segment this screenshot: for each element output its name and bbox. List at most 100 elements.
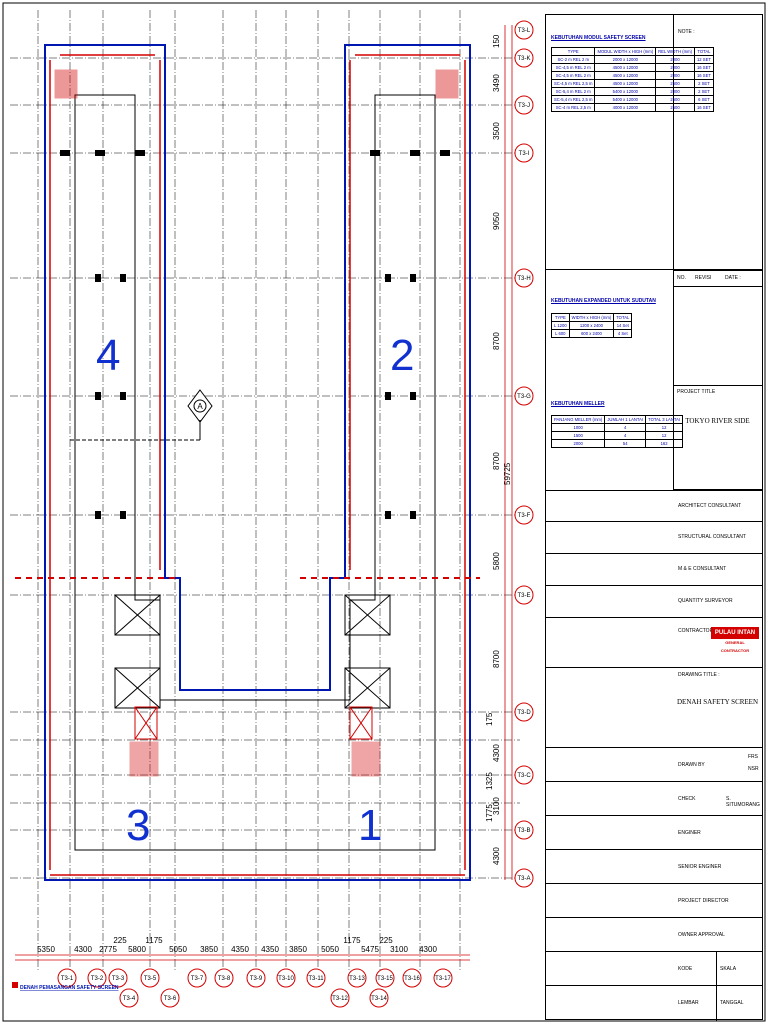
grid-bubble: T3-9 xyxy=(250,976,263,982)
engineer-label: ENGINER xyxy=(678,830,701,836)
grid-bubble: T3-12 xyxy=(332,996,348,1002)
table-cell: SC-5,4 m REL 2 m xyxy=(550,87,596,96)
table-cell: 2000 xyxy=(550,439,606,448)
table-cell: 600 x 2400 xyxy=(568,329,615,338)
grid-bubble: T3-K xyxy=(517,56,530,62)
mne-label: M & E CONSULTANT xyxy=(678,566,727,572)
table-cell: 2 SET xyxy=(693,87,714,96)
engineer-cell: ENGINER xyxy=(546,816,762,850)
table-cell: 4 xyxy=(604,423,647,432)
table-cell: 6 SET xyxy=(693,95,714,104)
contractor-logo-text: PULAU INTAN xyxy=(714,630,756,636)
grid-bubble: T3-A xyxy=(517,876,530,882)
grid-bubble: T3-G xyxy=(517,394,531,400)
dim-right-3: 3500 xyxy=(492,122,501,140)
table-cell: 162 xyxy=(645,439,684,448)
dim-right-14: 1775 xyxy=(485,804,494,822)
dim-right-11: 4300 xyxy=(492,744,501,762)
table-cell: 4000 x 12000 xyxy=(594,103,657,112)
table-cell: 4 Set xyxy=(613,329,633,338)
grid-bubble: T3-7 xyxy=(191,976,204,982)
table-cell: 1000 xyxy=(550,423,606,432)
dim-bottom: 2775 xyxy=(99,945,117,954)
grid-bubble: T3-15 xyxy=(377,976,393,982)
senior-label: SENIOR ENGINER xyxy=(678,864,722,870)
safety-screen-segments xyxy=(49,54,466,876)
dim-bottom: 1175 xyxy=(145,936,163,945)
grid-bubble: T3-1 xyxy=(61,976,74,982)
table-cell: 16 SET xyxy=(693,103,714,112)
block-number-1: 1 xyxy=(358,801,382,850)
dimension-bottom xyxy=(15,954,470,961)
table-cell: 2500 xyxy=(655,79,695,88)
table-cell: 4500 x 12000 xyxy=(594,63,657,72)
grid-bubble: T3-H xyxy=(517,276,530,282)
grid-bubble: T3-D xyxy=(517,710,531,716)
drawn-by-cell: DRAWN BY FRS NSR xyxy=(546,748,762,782)
table3-title: KEBUTUHAN MELLER xyxy=(551,401,605,407)
project-title: TOKYO RIVER SIDE xyxy=(685,417,750,425)
building-outline xyxy=(44,44,471,881)
table1-title: KEBUTUHAN MODUL SAFETY SCREEN xyxy=(551,35,646,41)
revision-revisi: REVISI xyxy=(695,275,712,281)
table-cell: SC-5,4 m REL 2,5 m xyxy=(550,95,596,104)
grid-bubble: T3-E xyxy=(517,593,530,599)
table-cell: L 600 xyxy=(551,329,570,338)
contractor-cell: CONTRACTOR xyxy=(546,618,762,668)
dim-bottom: 3100 xyxy=(390,945,408,954)
drawn-by-value-1: FRS xyxy=(748,754,758,760)
revision-no: NO. xyxy=(677,275,686,281)
block-numbers: 4 2 3 1 xyxy=(96,331,414,850)
table-cell: 2000 xyxy=(655,55,695,64)
dim-right-6: 8700 xyxy=(492,452,501,470)
drawing-title-label: DRAWING TITLE : xyxy=(678,672,720,678)
table-cell: 5400 x 12000 xyxy=(594,95,657,104)
skala-label: SKALA xyxy=(720,966,737,972)
architect-cell: ARCHITECT CONSULTANT xyxy=(546,490,762,522)
table-cell: 2000 x 12000 xyxy=(594,55,657,64)
grid-bubble: T3-2 xyxy=(91,976,104,982)
qs-label: QUANTITY SURVEYOR xyxy=(678,598,733,604)
table-cell: 4 xyxy=(604,431,647,440)
grid-lines xyxy=(10,10,520,970)
contractor-label: CONTRACTOR xyxy=(678,628,714,634)
block-number-3: 3 xyxy=(126,801,150,850)
table-cell: 2 SET xyxy=(693,79,714,88)
kode-divider xyxy=(716,952,717,1021)
dim-bottom: 1175 xyxy=(343,936,361,945)
grid-bubble: T3-B xyxy=(517,828,530,834)
block-number-4: 4 xyxy=(96,331,120,380)
check-value: S. SITUMORANG xyxy=(726,796,760,808)
section-marker-label: A xyxy=(197,402,203,411)
table-cell: L 1200 xyxy=(551,321,570,330)
dim-bottom: 5350 xyxy=(37,945,55,954)
dim-right-9: 8700 xyxy=(492,650,501,668)
table-cell: 2500 xyxy=(655,95,695,104)
dim-right-7: 59725 xyxy=(503,462,512,485)
dim-right-2: 3490 xyxy=(492,74,501,92)
table-cell: 2000 xyxy=(655,71,695,80)
grid-bubble: T3-5 xyxy=(144,976,157,982)
table2-header: TOTAL xyxy=(613,313,633,322)
project-title-label: PROJECT TITLE xyxy=(677,389,716,395)
table-cell: 2500 xyxy=(655,103,695,112)
grid-bubble: T3-C xyxy=(517,773,531,779)
director-cell: PROJECT DIRECTOR xyxy=(546,884,762,918)
dim-right-10: 175 xyxy=(485,712,494,726)
structural-cell: STRUCTURAL CONSULTANT xyxy=(546,522,762,554)
dim-right-13: 3100 xyxy=(492,797,501,815)
block-number-2: 2 xyxy=(390,331,414,380)
table-cell: 54 xyxy=(604,439,647,448)
table2-header: TYPE xyxy=(551,313,570,322)
shafts xyxy=(114,594,391,740)
table3-header: JUMLAH 1 LANTAI xyxy=(604,415,647,424)
dim-bottom: 4300 xyxy=(74,945,92,954)
architect-label: ARCHITECT CONSULTANT xyxy=(678,503,742,509)
contractor-logo: PULAU INTAN GENERAL CONTRACTOR xyxy=(711,627,759,655)
caption-marker xyxy=(12,982,18,988)
table-cell: SC-4 m REL 2,5 m xyxy=(550,103,596,112)
mne-cell: M & E CONSULTANT xyxy=(546,554,762,586)
stairs xyxy=(54,69,459,777)
grid-bubble: T3-L xyxy=(518,28,531,34)
grid-bubble: T3-11 xyxy=(308,976,324,982)
